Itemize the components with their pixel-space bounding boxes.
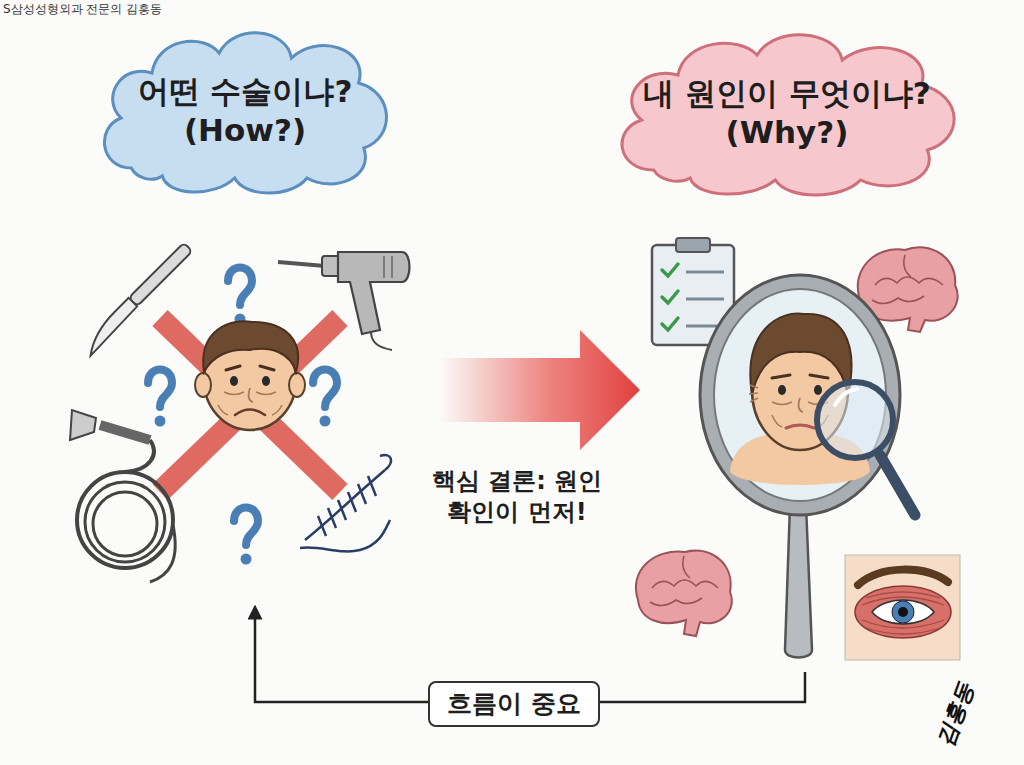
question-mark [313, 370, 337, 427]
endoscope [70, 410, 175, 582]
node-text: 내 원인이 무엇이냐? (Why?) [635, 74, 940, 152]
cloud-outline [605, 20, 970, 205]
watermark: S삼성성형외과 전문의 김흥동 [3, 2, 162, 18]
cloud-outline [90, 18, 400, 203]
flow-box: 흐름이 중요 [428, 681, 600, 727]
how-cloud: 어떤 수술이냐? (How?) [90, 18, 400, 203]
suture [300, 455, 391, 551]
node-text: 흐름이 중요 [447, 688, 581, 719]
node-text: 어떤 수술이냐? (How?) [120, 72, 370, 150]
big-arrow [440, 330, 640, 450]
question-mark [234, 508, 258, 565]
scalpel [81, 243, 194, 356]
question-mark [228, 268, 252, 325]
brain-icon [636, 551, 732, 636]
eye-muscle-panel [845, 555, 960, 660]
signature: 김흥동 [930, 678, 979, 750]
worried-face [195, 321, 305, 430]
red-cross [160, 318, 340, 492]
question-mark [148, 370, 172, 427]
magnifying-glass [817, 382, 915, 515]
key-conclusion: 핵심 결론: 원인 확인이 먼저! [422, 466, 612, 528]
why-cloud: 내 원인이 무엇이냐? (Why?) [605, 20, 970, 205]
surgical-drill [278, 252, 410, 350]
